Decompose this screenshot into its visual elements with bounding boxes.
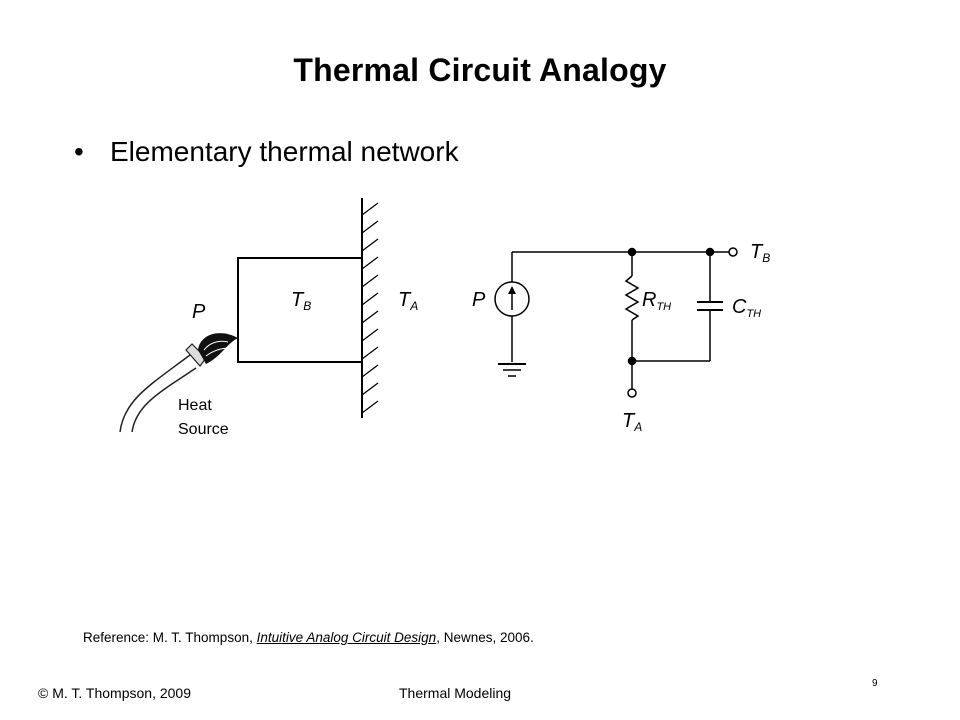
reference-suffix: , Newnes, 2006. [436,630,534,645]
page-number: 9 [872,678,878,689]
block-temp-label: TB [291,289,311,313]
ground-icon [498,363,526,377]
physical-diagram: P TB TA Heat Source [119,198,418,438]
circuit-diagram [494,247,738,398]
resistor-icon [624,275,640,321]
heat-source-label-line1: Heat [178,397,212,414]
reference-citation: Reference: M. T. Thompson, Intuitive Ana… [83,630,534,645]
bullet-item: • Elementary thermal network [74,136,459,168]
torch-icon [119,333,238,433]
node-dot [627,247,637,257]
circuit-labels: P TB RTH CTH TA [472,241,770,434]
circuit-node-top-label: TB [750,241,770,265]
footer-topic: Thermal Modeling [399,685,512,701]
slide-title: Thermal Circuit Analogy [293,52,667,88]
thermal-network-figure: P TB TA Heat Source [119,198,770,438]
capacitor-icon [697,301,723,311]
heat-source-label-line2: Source [178,421,229,438]
power-label: P [192,301,206,323]
reference-prefix: Reference: M. T. Thompson, [83,630,257,645]
footer-copyright: © M. T. Thompson, 2009 [38,685,191,701]
bullet-text: Elementary thermal network [110,136,459,167]
circuit-node-bottom-label: TA [622,410,642,434]
ambient-temp-label: TA [398,289,418,313]
reference-book-title: Intuitive Analog Circuit Design [256,630,437,645]
resistor-label: RTH [642,289,671,313]
circuit-power-label: P [472,289,486,311]
node-dot [705,247,715,257]
heated-block [237,257,363,363]
terminal-top [728,247,738,257]
terminal-bottom [627,388,637,398]
capacitor-label: CTH [732,296,761,320]
node-dot [627,356,637,366]
wall-hatching [361,202,379,414]
bullet-icon: • [74,136,84,167]
